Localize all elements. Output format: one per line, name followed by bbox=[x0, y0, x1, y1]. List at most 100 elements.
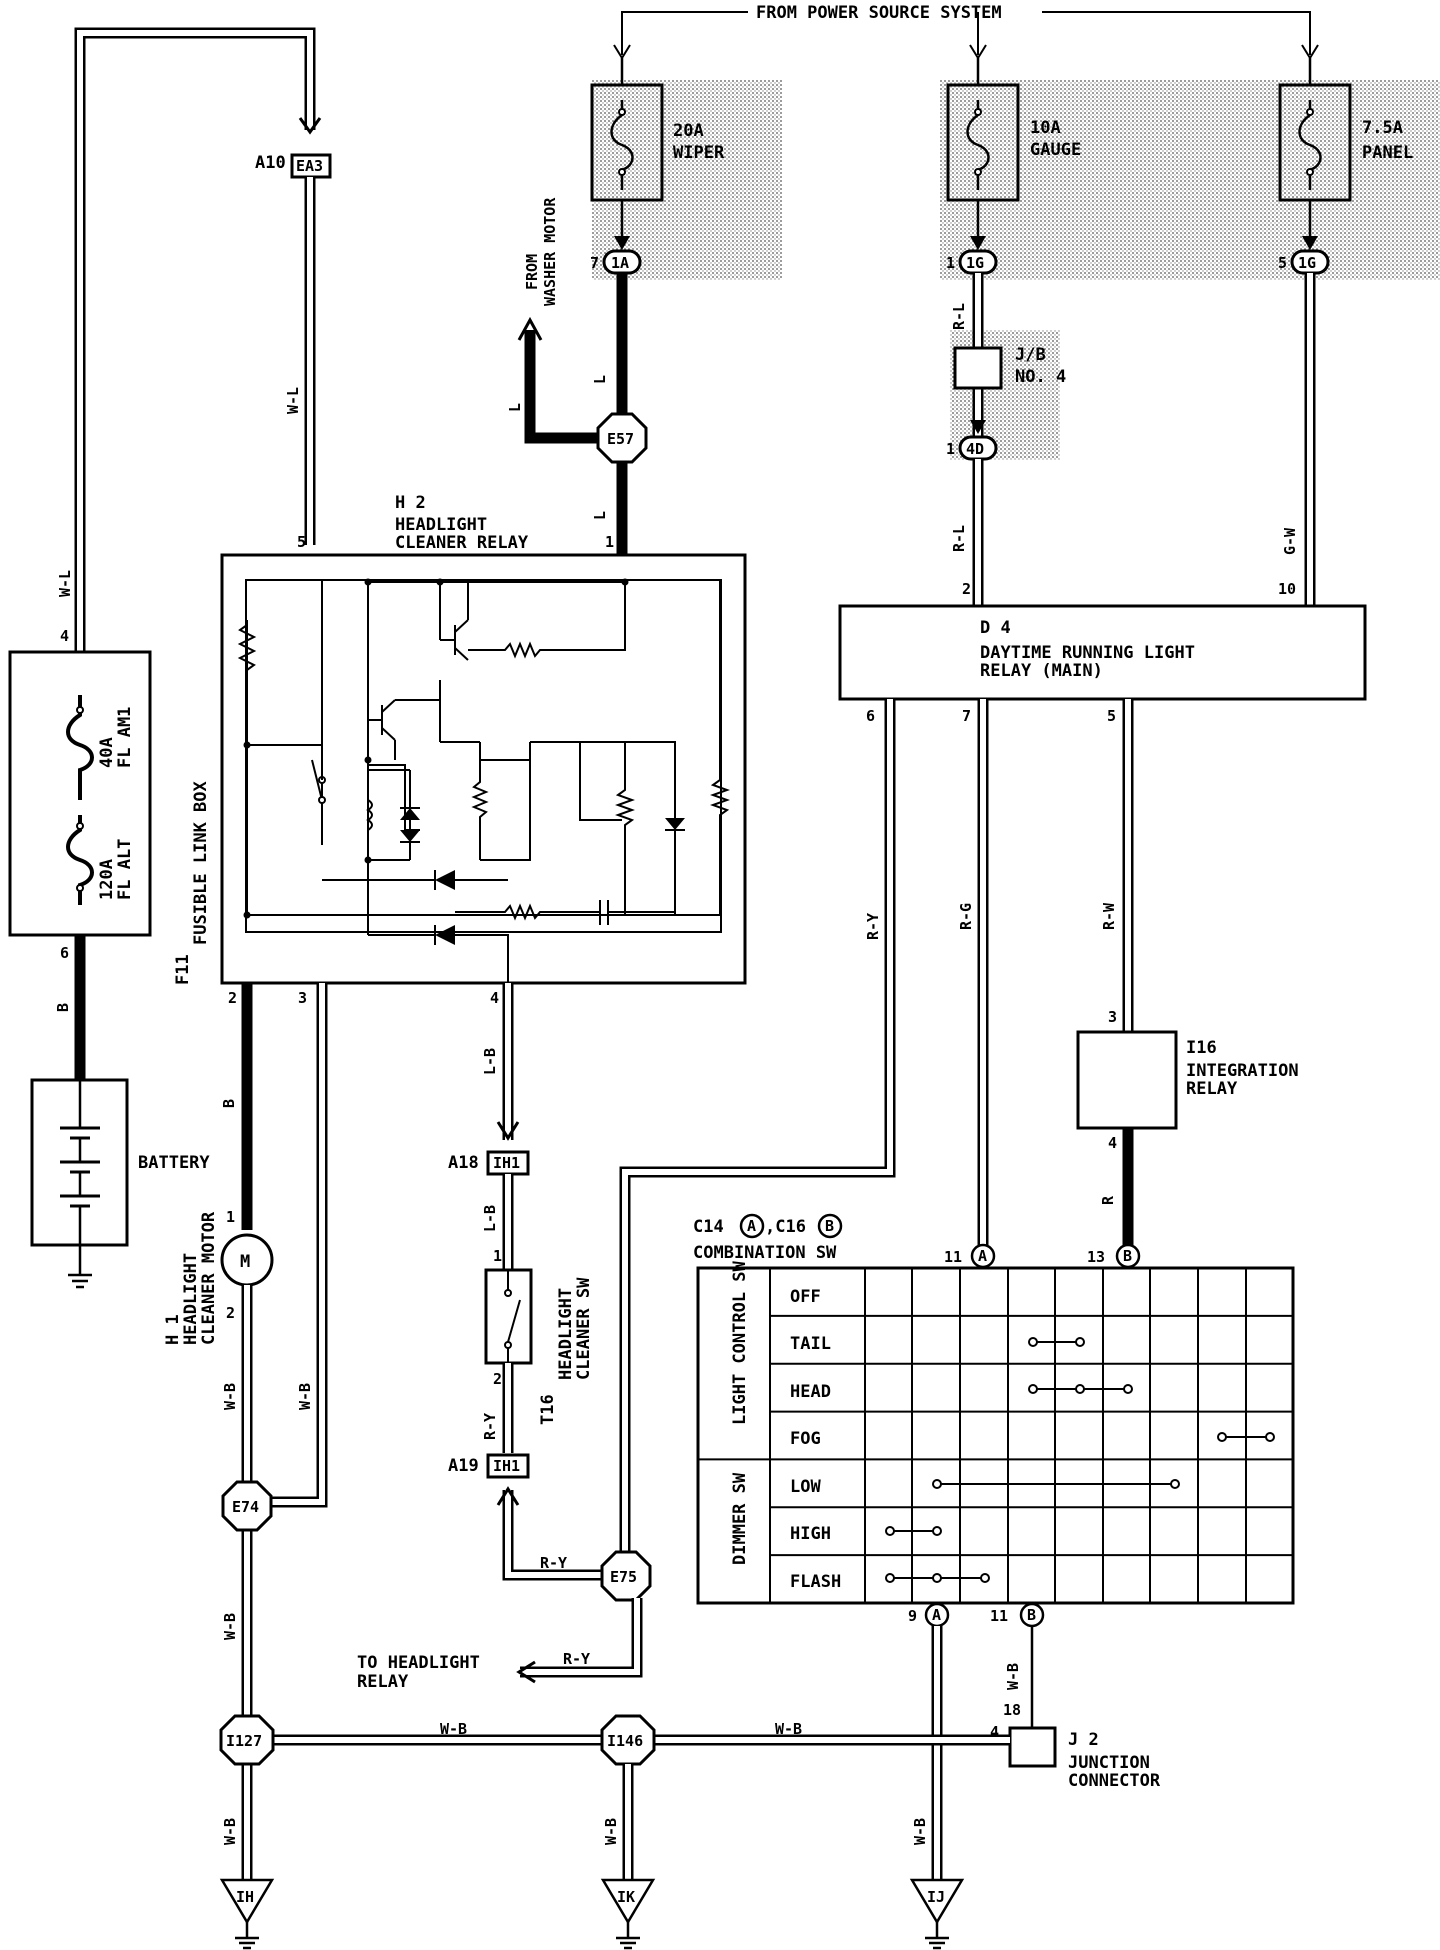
fl-alt-link bbox=[66, 815, 94, 905]
svg-text:D 4: D 4 bbox=[980, 618, 1011, 638]
svg-text:2: 2 bbox=[228, 989, 237, 1007]
svg-text:4: 4 bbox=[1108, 1134, 1117, 1152]
svg-text:W-B: W-B bbox=[296, 1383, 314, 1410]
svg-text:,C16: ,C16 bbox=[765, 1217, 806, 1237]
svg-text:L: L bbox=[591, 375, 609, 384]
fuse-panel-name: PANEL bbox=[1362, 143, 1413, 163]
svg-text:RELAY (MAIN): RELAY (MAIN) bbox=[980, 661, 1103, 681]
fuse-wiper-amp: 20A bbox=[673, 121, 704, 141]
integration-relay bbox=[1076, 1030, 1178, 1130]
svg-text:A: A bbox=[932, 1606, 941, 1624]
fuse-gauge-name: GAUGE bbox=[1030, 140, 1081, 160]
shade-gauge bbox=[940, 80, 1440, 280]
svg-text:7: 7 bbox=[962, 707, 971, 725]
svg-text:1: 1 bbox=[226, 1208, 235, 1226]
svg-text:4: 4 bbox=[990, 1723, 999, 1741]
svg-text:18: 18 bbox=[1003, 1701, 1021, 1719]
svg-text:5: 5 bbox=[297, 533, 306, 551]
svg-text:A: A bbox=[747, 1217, 756, 1235]
svg-text:A: A bbox=[978, 1247, 987, 1265]
connector-ih1-a19 bbox=[486, 1453, 530, 1479]
svg-text:1: 1 bbox=[493, 1247, 502, 1265]
fuse-gauge-element bbox=[966, 100, 990, 190]
svg-text:T16: T16 bbox=[538, 1394, 558, 1425]
svg-text:B: B bbox=[220, 1099, 238, 1108]
svg-text:IH: IH bbox=[236, 1888, 254, 1906]
fuse-panel-amp: 7.5A bbox=[1362, 118, 1403, 138]
power-source-label: FROM POWER SOURCE SYSTEM bbox=[756, 3, 1002, 23]
fuse-wiper-element bbox=[610, 100, 634, 190]
daytime-running-light-relay bbox=[838, 604, 1367, 701]
svg-text:R-Y: R-Y bbox=[481, 1413, 499, 1440]
svg-text:4: 4 bbox=[490, 989, 499, 1007]
svg-text:11: 11 bbox=[944, 1248, 962, 1266]
ground-ij bbox=[909, 1878, 965, 1950]
svg-text:9: 9 bbox=[908, 1607, 917, 1625]
svg-text:E75: E75 bbox=[610, 1568, 637, 1586]
svg-text:1A: 1A bbox=[611, 254, 629, 272]
row-flash: FLASH bbox=[790, 1572, 841, 1592]
svg-text:2: 2 bbox=[493, 1370, 502, 1388]
svg-text:H 2: H 2 bbox=[395, 493, 426, 513]
svg-text:1: 1 bbox=[605, 533, 614, 551]
fuse-wiper-name: WIPER bbox=[673, 143, 725, 163]
svg-text:L: L bbox=[591, 511, 609, 520]
connector-i146 bbox=[600, 1714, 656, 1766]
svg-text:FL ALT: FL ALT bbox=[115, 839, 135, 900]
svg-text:FUSIBLE LINK BOX: FUSIBLE LINK BOX bbox=[191, 780, 211, 945]
switch-connections bbox=[885, 1337, 1275, 1583]
svg-text:R: R bbox=[1099, 1195, 1117, 1205]
svg-text:W-B: W-B bbox=[911, 1818, 929, 1845]
svg-text:COMBINATION SW: COMBINATION SW bbox=[693, 1243, 837, 1263]
svg-text:RELAY: RELAY bbox=[1186, 1079, 1238, 1099]
svg-text:J/B: J/B bbox=[1015, 345, 1046, 365]
svg-text:11: 11 bbox=[990, 1607, 1008, 1625]
fuse-panel-element bbox=[1298, 100, 1322, 190]
wire-l-washer bbox=[524, 330, 602, 444]
battery-symbol bbox=[60, 1080, 100, 1289]
svg-text:FL AM1: FL AM1 bbox=[115, 707, 135, 768]
svg-text:R-W: R-W bbox=[1100, 902, 1118, 930]
row-off: OFF bbox=[790, 1287, 821, 1307]
svg-text:W-B: W-B bbox=[775, 1720, 802, 1738]
relay-circuit bbox=[237, 578, 730, 982]
svg-text:1G: 1G bbox=[1298, 254, 1316, 272]
pin-1g-5: 5 bbox=[1278, 254, 1287, 272]
svg-text:W-B: W-B bbox=[221, 1383, 239, 1410]
svg-text:3: 3 bbox=[298, 989, 307, 1007]
connector-i127 bbox=[219, 1714, 275, 1766]
fuse-panel bbox=[1278, 83, 1352, 202]
svg-text:3: 3 bbox=[1108, 1008, 1117, 1026]
svg-text:IJ: IJ bbox=[927, 1888, 945, 1906]
svg-text:L: L bbox=[506, 403, 524, 412]
svg-text:R-Y: R-Y bbox=[864, 913, 882, 940]
row-head: HEAD bbox=[790, 1382, 831, 1402]
svg-text:A18: A18 bbox=[448, 1153, 479, 1173]
svg-text:R-L: R-L bbox=[950, 525, 968, 552]
svg-text:R-Y: R-Y bbox=[563, 1650, 590, 1668]
svg-text:R-Y: R-Y bbox=[540, 1554, 567, 1572]
svg-text:W-B: W-B bbox=[221, 1613, 239, 1640]
fuse-gauge bbox=[946, 83, 1020, 202]
ground-ih bbox=[219, 1878, 275, 1950]
svg-text:BATTERY: BATTERY bbox=[138, 1153, 210, 1173]
svg-text:B: B bbox=[1123, 1247, 1132, 1265]
svg-text:5: 5 bbox=[1107, 707, 1116, 725]
svg-text:6: 6 bbox=[866, 707, 875, 725]
pin-1g-1: 1 bbox=[946, 254, 955, 272]
svg-text:W-B: W-B bbox=[1004, 1663, 1022, 1690]
svg-text:B: B bbox=[54, 1003, 72, 1012]
row-low: LOW bbox=[790, 1477, 821, 1497]
power-bus-line bbox=[621, 11, 748, 55]
junction-connector-j2 bbox=[1008, 1726, 1057, 1768]
connector-e74 bbox=[221, 1480, 273, 1532]
svg-text:CONNECTOR: CONNECTOR bbox=[1068, 1771, 1161, 1791]
svg-text:G-W: G-W bbox=[1281, 527, 1299, 555]
svg-text:120A: 120A bbox=[97, 859, 117, 900]
svg-text:40A: 40A bbox=[97, 737, 117, 768]
svg-text:L-B: L-B bbox=[481, 1205, 499, 1232]
svg-text:HEADLIGHT: HEADLIGHT bbox=[181, 1253, 201, 1345]
svg-text:CLEANER SW: CLEANER SW bbox=[574, 1277, 594, 1380]
group-light-control: LIGHT CONTROL SW bbox=[730, 1260, 750, 1425]
